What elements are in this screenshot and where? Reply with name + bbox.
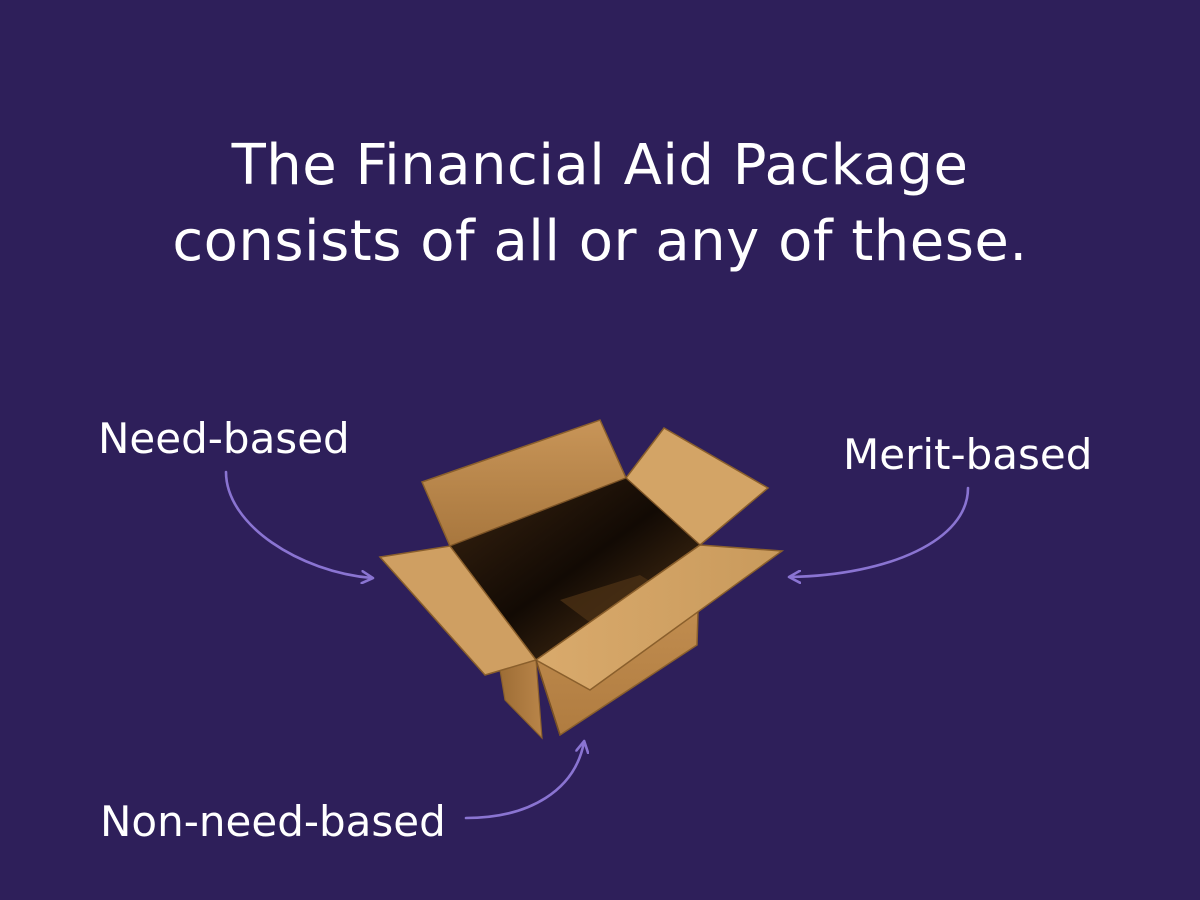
box-edge-line xyxy=(535,659,561,736)
box-right-front-flap xyxy=(534,544,785,691)
box-edge-line xyxy=(625,477,701,546)
title-line-1: The Financial Aid Package xyxy=(231,133,969,198)
open-cardboard-box-icon xyxy=(378,419,785,740)
box-interior xyxy=(450,478,700,660)
label-merit-based: Merit-based xyxy=(843,430,1093,479)
label-non-need-based: Non-need-based xyxy=(100,797,446,846)
box-edge-line xyxy=(449,477,627,547)
arrow-merit-based xyxy=(790,486,970,577)
label-need-based: Need-based xyxy=(98,414,350,463)
slide-title: The Financial Aid Package consists of al… xyxy=(0,128,1200,280)
arrow-need-based xyxy=(224,470,372,578)
title-line-2: consists of all or any of these. xyxy=(172,209,1028,274)
arrow-non-need-based xyxy=(464,742,584,820)
